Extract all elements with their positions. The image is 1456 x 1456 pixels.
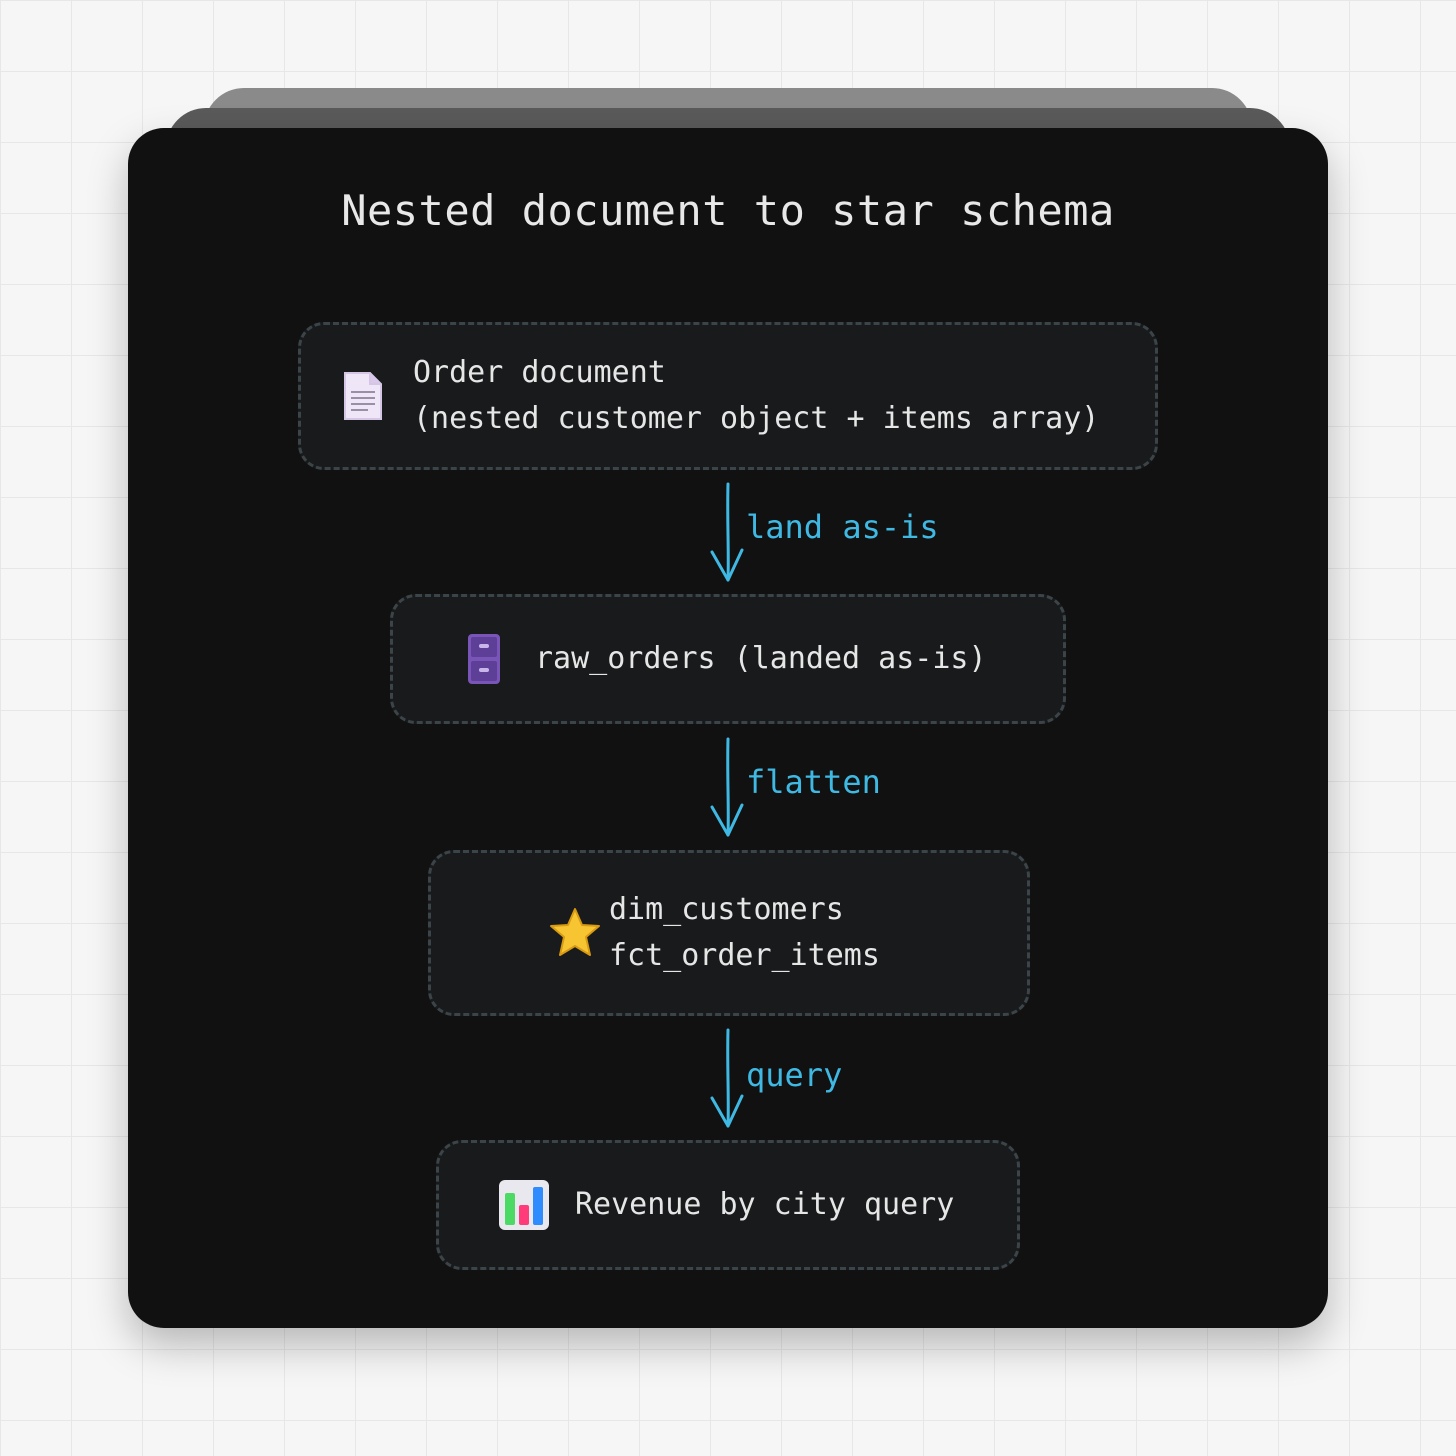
file-cabinet-icon — [465, 632, 503, 686]
node-order-document-label: Order document (nested customer object +… — [413, 350, 1099, 442]
node-raw-orders[interactable]: raw_orders (landed as-is) — [390, 594, 1066, 724]
node-label-line: (nested customer object + items array) — [413, 401, 1100, 436]
edge-label-query: query — [746, 1056, 843, 1094]
edge-arrow-land-as-is — [710, 482, 744, 582]
edge-label-land-as-is: land as-is — [746, 508, 939, 546]
node-star-schema[interactable]: dim_customers fct_order_items — [428, 850, 1030, 1016]
node-revenue-query[interactable]: Revenue by city query — [436, 1140, 1020, 1270]
edge-arrow-flatten — [710, 737, 744, 837]
diagram-title: Nested document to star schema — [341, 186, 1115, 235]
edge-arrow-query — [710, 1028, 744, 1128]
bar-chart-icon — [497, 1178, 551, 1232]
node-raw-orders-label: raw_orders (landed as-is) — [535, 636, 987, 682]
edge-label-flatten: flatten — [746, 763, 881, 801]
node-label-line: Revenue by city query — [575, 1187, 955, 1222]
document-icon — [341, 368, 385, 424]
node-label-line: fct_order_items — [609, 938, 880, 973]
star-icon — [547, 905, 603, 961]
node-revenue-query-label: Revenue by city query — [575, 1182, 954, 1228]
node-order-document[interactable]: Order document (nested customer object +… — [298, 322, 1158, 470]
node-label-line: raw_orders (landed as-is) — [535, 641, 987, 676]
node-label-line: Order document — [413, 355, 666, 390]
node-label-line: dim_customers — [609, 892, 844, 927]
node-star-schema-label: dim_customers fct_order_items — [609, 887, 880, 979]
